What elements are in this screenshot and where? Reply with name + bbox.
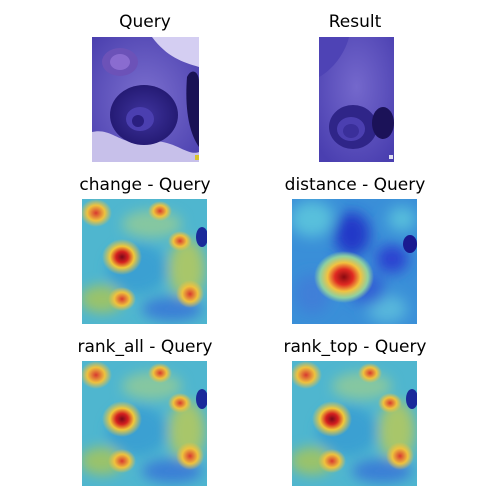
query-image: [92, 37, 199, 162]
panel-title-change: change - Query: [79, 175, 211, 195]
result-cell-image: [319, 37, 394, 162]
panel-title-rank-top: rank_top - Query: [283, 337, 427, 357]
panel-title-rank-all: rank_all - Query: [77, 337, 213, 357]
panel-title-distance: distance - Query: [284, 175, 426, 195]
distance-heatmap: [292, 199, 417, 324]
rank-all-heatmap-image: [82, 361, 207, 486]
change-heatmap: [82, 199, 207, 324]
query-cell-image: [92, 37, 199, 162]
distance-heatmap-image: [292, 199, 417, 324]
result-image: [319, 37, 394, 162]
panel-title-query: Query: [119, 12, 171, 32]
panel-title-result: Result: [328, 12, 382, 32]
rank-top-heatmap-image: [292, 361, 417, 486]
rank-top-heatmap: [292, 361, 417, 486]
rank-all-heatmap: [82, 361, 207, 486]
change-heatmap-image: [82, 199, 207, 324]
